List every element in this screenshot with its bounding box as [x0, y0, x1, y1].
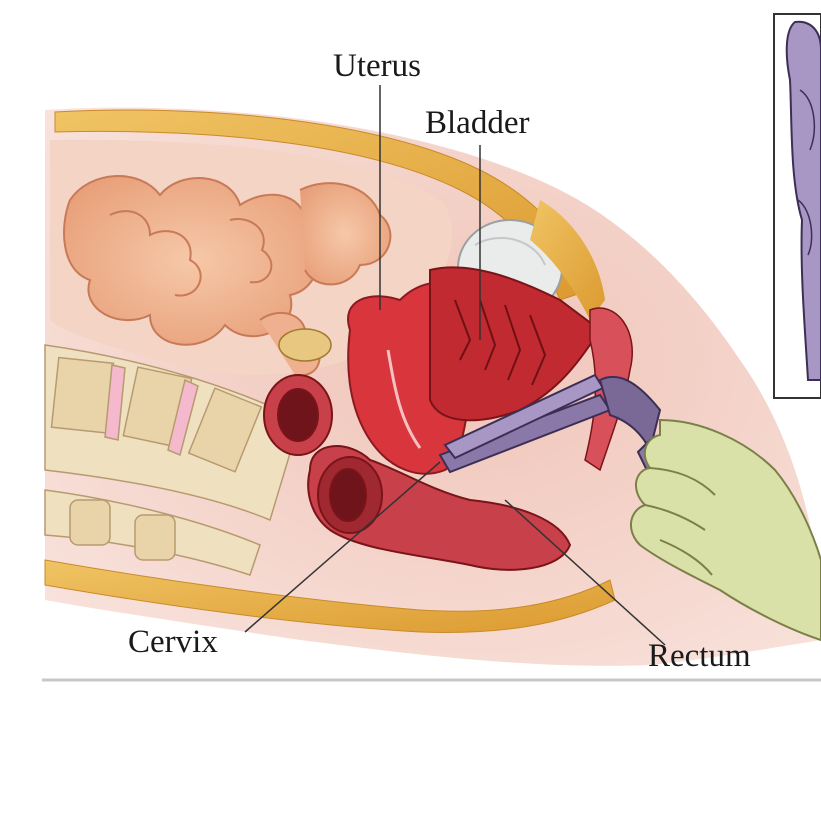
colon-loop: [263, 374, 333, 456]
vaginal-canal: [429, 266, 602, 422]
gloved-hand: [630, 418, 821, 642]
fat-layer-top: [54, 109, 591, 301]
cervix-leader: [244, 461, 441, 633]
rectum-leader: [504, 499, 666, 646]
pubic-fat: [530, 200, 605, 320]
cervix-label: Cervix: [128, 624, 218, 660]
leader-lines: [244, 85, 666, 646]
uterus-label: Uterus: [333, 48, 421, 84]
rectum-label: Rectum: [648, 638, 751, 674]
spine: [44, 344, 301, 522]
sacrum: [44, 489, 261, 576]
bladder-label: Bladder: [425, 105, 530, 141]
ovary: [278, 328, 332, 362]
speculum-inset: [773, 13, 821, 399]
rectum-organ: [307, 445, 572, 571]
